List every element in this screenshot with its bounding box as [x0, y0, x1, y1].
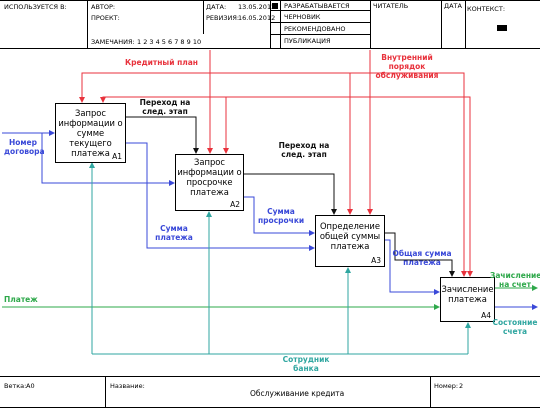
activity-box-a1[interactable]: Запрос информации о сумме текущего плате…: [55, 103, 126, 163]
activity-box-a2[interactable]: Запрос информации о просрочке платежа A2: [175, 154, 244, 211]
activity-a4-id: A4: [481, 311, 491, 320]
name-label: Название:: [110, 382, 145, 390]
activity-a3-id: A3: [371, 256, 381, 265]
node-label: Ветка:: [4, 382, 27, 390]
header-divider: [465, 0, 466, 48]
number-value: 2: [459, 382, 464, 390]
footer-divider: [430, 376, 431, 408]
contract-number-branch-a2: [41, 133, 175, 186]
header-status-divider: [270, 22, 370, 23]
footer-top-border: [0, 376, 540, 377]
next-stage-label-1: Переход на след. этап: [139, 98, 191, 116]
revision-label: РЕВИЗИЯ:: [206, 14, 240, 22]
header-divider: [87, 0, 88, 48]
reader-label: ЧИТАТЕЛЬ: [373, 2, 409, 10]
reader-date-label: ДАТА: [444, 2, 462, 10]
activity-box-a4[interactable]: Зачисление платежа A4: [440, 277, 495, 322]
activity-a1-id: A1: [112, 152, 122, 161]
credit-plan-label: Кредитный план: [125, 58, 198, 67]
credit-plan-branch-a4: [350, 72, 467, 277]
date-label: ДАТА:: [206, 3, 227, 11]
notes-numbers: 1 2 3 4 5 6 7 8 9 10: [137, 38, 202, 46]
header-divider: [370, 0, 371, 48]
header-divider: [203, 0, 204, 34]
next-stage-arrow-3: [385, 232, 455, 277]
internal-order-branch-a2: [223, 96, 370, 154]
activity-box-a3[interactable]: Определение общей суммы платежа A3: [315, 215, 385, 267]
project-label: ПРОЕКТ:: [91, 14, 120, 22]
bank-employee-label: Сотрудник банка: [282, 355, 330, 373]
account-state-label: Состояние счета: [492, 318, 538, 336]
contract-number-label: Номер договора: [4, 138, 45, 156]
status-draft: ЧЕРНОВИК: [284, 13, 321, 21]
credited-label: Зачисление на счет: [490, 271, 540, 289]
overdue-sum-arrow: [244, 196, 315, 236]
node-value: A0: [26, 382, 35, 390]
author-label: АВТОР:: [91, 3, 116, 11]
header-divider: [441, 0, 442, 48]
context-label: КОНТЕКСТ:: [467, 5, 506, 13]
context-marker: [497, 25, 507, 31]
next-stage-arrow-2: [244, 173, 337, 215]
total-sum-arrow: [385, 239, 440, 295]
used-at-label: ИСПОЛЬЗУЕТСЯ В:: [4, 3, 67, 11]
total-sum-label: Общая сумма платежа: [392, 249, 452, 267]
next-stage-arrow-1: [126, 116, 199, 154]
header-status-divider: [270, 10, 370, 11]
header-bottom-border: [0, 48, 540, 49]
internal-order-branch-a4: [370, 96, 473, 277]
payment-label: Платеж: [4, 295, 38, 304]
status-recommended: РЕКОМЕНДОВАНО: [284, 25, 346, 33]
activity-a3-text: Определение общей суммы платежа: [319, 221, 381, 251]
activity-a4-text: Зачисление платежа: [441, 284, 494, 304]
payment-sum-arrow: [126, 142, 315, 251]
diagram-title: Обслуживание кредита: [250, 389, 345, 398]
revision-value: 16.05.2012: [238, 14, 276, 22]
number-label: Номер:: [434, 382, 459, 390]
next-stage-label-2: Переход на след. этап: [278, 141, 330, 159]
activity-a2-id: A2: [230, 200, 240, 209]
credit-plan-branch-a1: [79, 72, 210, 103]
activity-a2-text: Запрос информации о просрочке платежа: [177, 157, 242, 197]
date-value: 13.05.2012: [238, 3, 276, 11]
status-developing: РАЗРАБАТЫВАЕТСЯ: [284, 2, 350, 10]
header-divider: [280, 0, 281, 48]
payment-sum-label: Сумма платежа: [155, 224, 193, 242]
status-publication: ПУБЛИКАЦИЯ: [284, 37, 331, 45]
status-marker: [272, 3, 278, 9]
overdue-sum-label: Сумма просрочки: [258, 207, 305, 225]
notes-label: ЗАМЕЧАНИЯ:: [91, 38, 135, 46]
header-status-divider: [270, 34, 370, 35]
header-divider: [270, 0, 271, 48]
internal-order-label: Внутренний порядок обслуживания: [375, 53, 439, 80]
activity-a1-text: Запрос информации о сумме текущего плате…: [58, 108, 123, 158]
footer-divider: [105, 376, 106, 408]
